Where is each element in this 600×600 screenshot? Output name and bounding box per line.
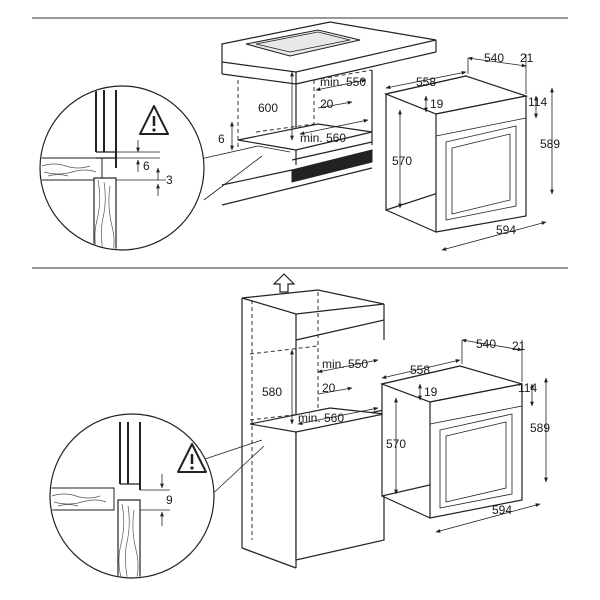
- cabinet-vent-label: 20: [322, 381, 336, 395]
- oven-depth-outer-label: 540: [476, 337, 496, 351]
- oven-depth-inner-label: 558: [416, 75, 436, 89]
- cabinet-min-width-label: min. 560: [298, 411, 344, 425]
- oven-top-gap-label: 19: [430, 97, 444, 111]
- oven-height-inner-label: 570: [392, 154, 412, 168]
- oven-depth-outer-label: 540: [484, 51, 504, 65]
- oven-height-inner-label: 570: [386, 437, 406, 451]
- warning-triangle-icon: [177, 443, 207, 473]
- hob: [245, 29, 361, 57]
- cabinet-min-depth-label: min. 550: [320, 75, 366, 89]
- cabinet-base-gap-label: 6: [218, 132, 225, 146]
- warning-triangle-icon: [139, 105, 169, 135]
- oven-front-offset-label: 21: [512, 339, 526, 353]
- oven-width-label: 594: [492, 503, 512, 517]
- detail-gap-label: 9: [166, 493, 173, 507]
- detail-thickness-label: 3: [166, 173, 173, 187]
- bottom-oven: [379, 365, 523, 519]
- cabinet-min-width-label: min. 560: [300, 131, 346, 145]
- oven-height-outer-label: 589: [540, 137, 560, 151]
- tall-cabinet: [241, 289, 385, 569]
- top-detail-circle: 6 3: [39, 85, 205, 251]
- cabinet-height-label: 580: [262, 385, 282, 399]
- oven-depth-inner-label: 558: [410, 363, 430, 377]
- top-cabinet-dimensions: 600 min. 550 20 min. 560 6: [218, 71, 369, 151]
- bottom-section: 580 min. 550 20 min. 560: [49, 273, 550, 579]
- bottom-cabinet-dimensions: 580 min. 550 20 min. 560: [262, 349, 379, 426]
- oven-panel-height-label: 114: [528, 95, 547, 109]
- top-section: 600 min. 550 20 min. 560 6: [39, 21, 560, 251]
- bottom-detail-circle: 9: [49, 413, 215, 579]
- oven-panel-height-label: 114: [518, 381, 537, 395]
- oven-width-label: 594: [496, 223, 516, 237]
- top-callout-connector: [195, 145, 259, 161]
- oven-top-gap-label: 19: [424, 385, 438, 399]
- up-arrow-icon: [272, 273, 296, 293]
- bottom-oven-dimensions: 540 21 558 19 114 570 589 594: [381, 337, 550, 533]
- oven-height-outer-label: 589: [530, 421, 550, 435]
- top-oven-dimensions: 540 21 558 19 114 570 589 594: [385, 51, 560, 251]
- cabinet-vent-label: 20: [320, 97, 334, 111]
- oven-front-offset-label: 21: [520, 51, 534, 65]
- cabinet-min-depth-label: min. 550: [322, 357, 368, 371]
- cabinet-height-label: 600: [258, 101, 278, 115]
- top-oven: [383, 75, 529, 233]
- detail-gap-label: 6: [143, 159, 150, 173]
- top-cabinet: [221, 69, 373, 206]
